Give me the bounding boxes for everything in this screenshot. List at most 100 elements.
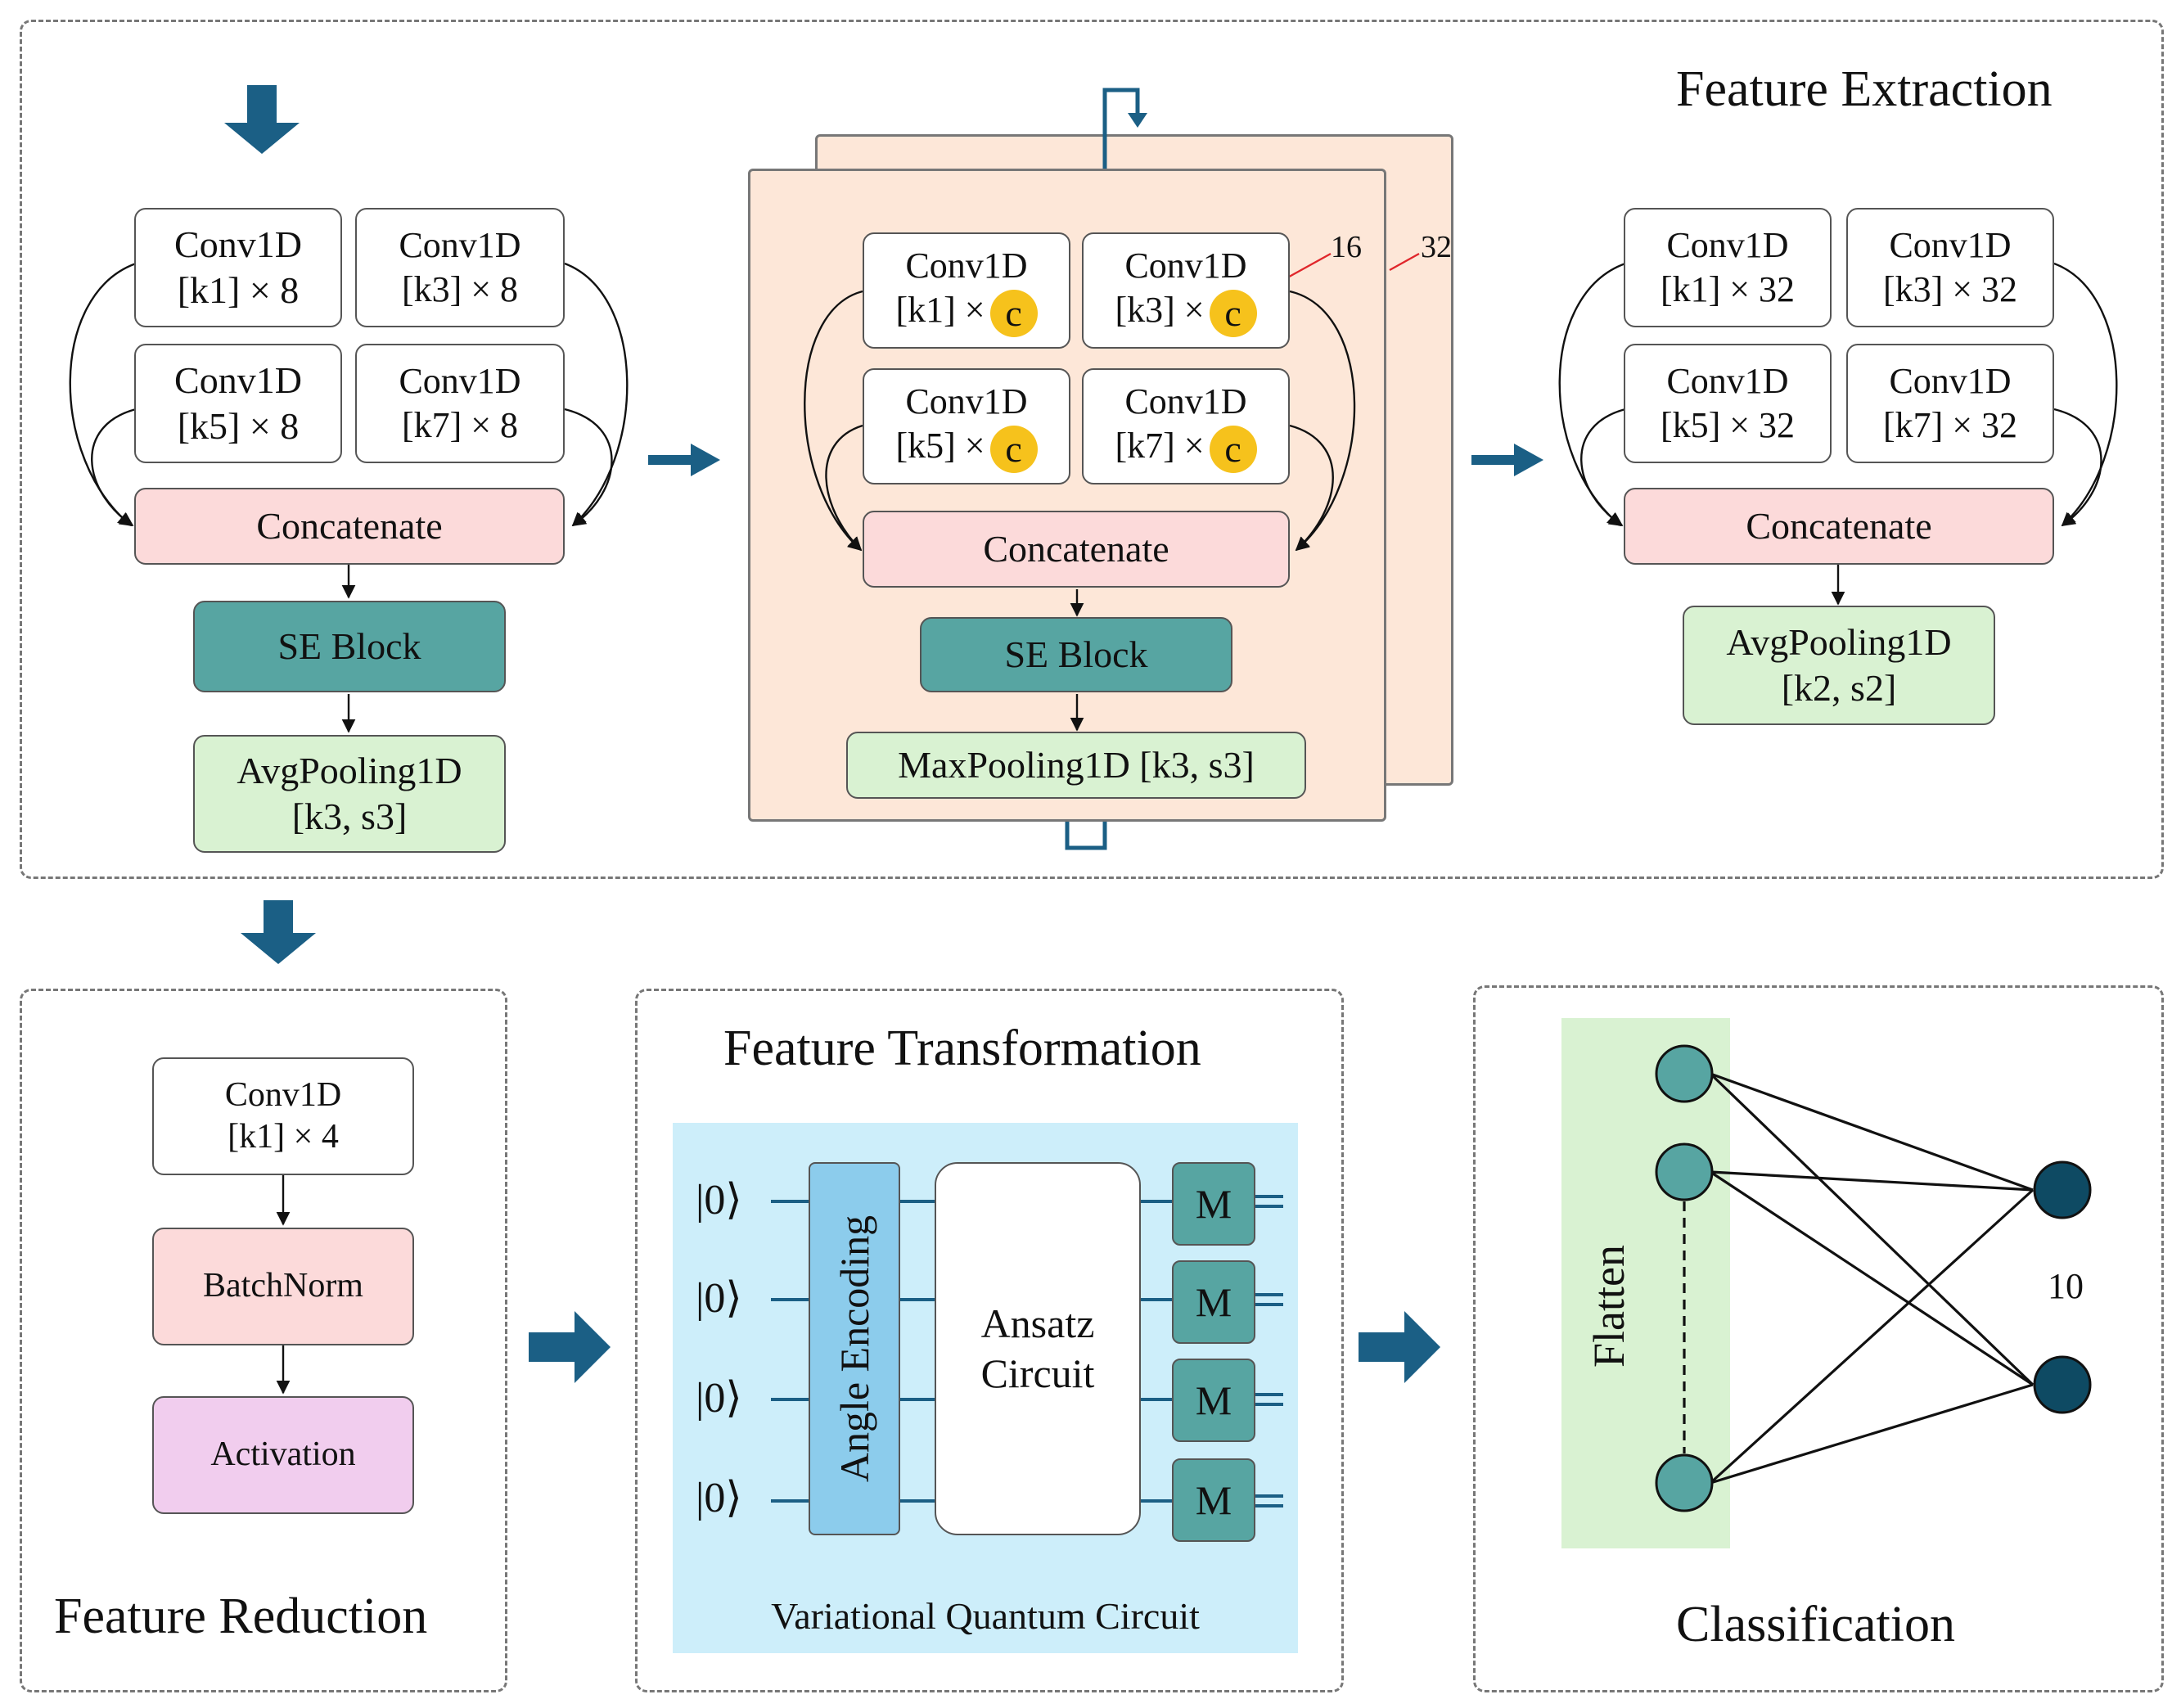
- conv-label: Conv1D: [399, 361, 521, 402]
- conv-kernel: [k3] ×: [1115, 289, 1205, 330]
- flatten-label: Flatten: [1584, 1245, 1633, 1368]
- conv-kernel: [k1] × 32: [1660, 269, 1796, 309]
- output-node: [2033, 1355, 2092, 1414]
- feature-transformation-panel: [635, 989, 1344, 1692]
- conv1d-k3-box: Conv1D [k3] ×c: [1082, 232, 1290, 349]
- conv1d-k1-box: Conv1D [k1] × 8: [134, 208, 342, 327]
- conv-kernel: [k1] × 4: [228, 1118, 339, 1156]
- block2-to-block3-arrow: [1471, 444, 1543, 476]
- conv1d-k1-box: Conv1D [k1] × 32: [1624, 208, 1832, 327]
- conv-label: Conv1D: [1124, 381, 1247, 422]
- input-node: [1655, 1453, 1714, 1512]
- conv-label: Conv1D: [1889, 225, 2012, 266]
- conv-kernel: [k1] × 8: [177, 269, 300, 311]
- channel-badge: c: [1209, 425, 1257, 473]
- measurement-box: M: [1172, 1162, 1255, 1246]
- conv-kernel: [k1] ×: [895, 289, 985, 330]
- input-node: [1655, 1142, 1714, 1201]
- concatenate-label: Concatenate: [1746, 504, 1932, 547]
- batchnorm-label: BatchNorm: [203, 1267, 363, 1305]
- angle-encoding-block: [809, 1162, 900, 1535]
- classification-title: Classification: [1676, 1597, 1955, 1652]
- qubit-ket: |0⟩: [696, 1275, 742, 1322]
- annotation-16: 16: [1331, 230, 1362, 264]
- annotation-32: 32: [1421, 230, 1452, 264]
- concatenate-box: Concatenate: [863, 511, 1290, 588]
- activation-label: Activation: [210, 1435, 356, 1474]
- feature-extraction-panel: [20, 20, 2164, 879]
- avgpooling-box: AvgPooling1D [k2, s2]: [1683, 606, 1995, 725]
- conv-label: Conv1D: [905, 246, 1028, 286]
- measurement-box: M: [1172, 1260, 1255, 1344]
- measurement-box: M: [1172, 1458, 1255, 1542]
- repeat-loop-bottom: [1065, 822, 1107, 850]
- output-node: [2033, 1160, 2092, 1219]
- concatenate-box: Concatenate: [1624, 488, 2054, 565]
- concatenate-box: Concatenate: [134, 488, 565, 565]
- conv1d-k7-box: Conv1D [k7] ×c: [1082, 368, 1290, 484]
- channel-badge: c: [1209, 289, 1257, 337]
- ansatz-label: Circuit: [980, 1350, 1095, 1396]
- repeat-loop-top: [1102, 88, 1140, 169]
- conv-label: Conv1D: [174, 358, 302, 401]
- conv-label: Conv1D: [1666, 225, 1789, 266]
- concatenate-label: Concatenate: [983, 527, 1169, 570]
- classification-panel: [1473, 985, 2164, 1692]
- conv-label: Conv1D: [174, 223, 302, 265]
- extraction-to-reduction-arrow: [241, 900, 316, 964]
- input-node: [1655, 1044, 1714, 1103]
- feature-reduction-panel: [20, 989, 507, 1692]
- conv-kernel: [k3] × 8: [401, 269, 519, 309]
- ansatz-circuit-block: Ansatz Circuit: [935, 1162, 1141, 1535]
- conv-kernel: [k5] × 32: [1660, 405, 1796, 445]
- channel-badge: c: [989, 425, 1038, 473]
- reduction-to-transformation-arrow: [529, 1311, 611, 1383]
- conv-label: Conv1D: [1666, 361, 1789, 402]
- conv1d-k3-box: Conv1D [k3] × 32: [1846, 208, 2054, 327]
- conv-kernel: [k7] × 32: [1882, 405, 2018, 445]
- conv1d-k7-box: Conv1D [k7] × 8: [355, 344, 565, 463]
- maxpooling-box: MaxPooling1D [k3, s3]: [846, 732, 1306, 799]
- feature-transformation-title: Feature Transformation: [723, 1021, 1201, 1076]
- vqc-caption: Variational Quantum Circuit: [771, 1595, 1200, 1637]
- se-block-box: SE Block: [920, 617, 1232, 692]
- repeat-loop-top-head: [1128, 113, 1147, 128]
- pool-params: [k3, s3]: [291, 795, 408, 837]
- avgpooling-box: AvgPooling1D [k3, s3]: [193, 735, 506, 853]
- se-block-label: SE Block: [1004, 633, 1148, 675]
- annotation-32-line: [1389, 252, 1420, 272]
- conv-kernel: [k7] ×: [1115, 425, 1205, 466]
- concatenate-label: Concatenate: [256, 504, 443, 547]
- pool-label: AvgPooling1D: [237, 749, 462, 791]
- conv-kernel: [k7] × 8: [401, 405, 519, 445]
- conv1d-k1-box: Conv1D [k1] ×c: [863, 232, 1070, 349]
- angle-encoding-label: Angle Encoding: [831, 1215, 877, 1483]
- feature-extraction-title: Feature Extraction: [1676, 61, 2053, 117]
- activation-box: Activation: [152, 1396, 414, 1514]
- input-down-arrow: [224, 85, 300, 154]
- pool-params: [k2, s2]: [1781, 667, 1897, 709]
- ansatz-label: Ansatz: [980, 1300, 1095, 1346]
- channel-badge: c: [989, 289, 1038, 337]
- transformation-to-classification-arrow: [1359, 1311, 1440, 1383]
- conv1d-k5-box: Conv1D [k5] × 32: [1624, 344, 1832, 463]
- conv-kernel: [k5] × 8: [177, 405, 300, 447]
- conv-kernel: [k5] ×: [895, 425, 985, 466]
- qubit-ket: |0⟩: [696, 1375, 742, 1422]
- conv1d-k5-box: Conv1D [k5] × 8: [134, 344, 342, 463]
- conv-label: Conv1D: [1124, 246, 1247, 286]
- se-block-label: SE Block: [277, 624, 421, 667]
- feature-reduction-title: Feature Reduction: [54, 1589, 428, 1644]
- pool-label: AvgPooling1D: [1726, 620, 1952, 663]
- conv1d-reduction-box: Conv1D [k1] × 4: [152, 1057, 414, 1175]
- se-block-box: SE Block: [193, 601, 506, 692]
- measurement-box: M: [1172, 1359, 1255, 1442]
- conv-label: Conv1D: [399, 225, 521, 266]
- conv-kernel: [k3] × 32: [1882, 269, 2018, 309]
- conv1d-k3-box: Conv1D [k3] × 8: [355, 208, 565, 327]
- conv-label: Conv1D: [905, 381, 1028, 422]
- qubit-ket: |0⟩: [696, 1177, 742, 1224]
- conv-label: Conv1D: [224, 1075, 342, 1114]
- conv-label: Conv1D: [1889, 361, 2012, 402]
